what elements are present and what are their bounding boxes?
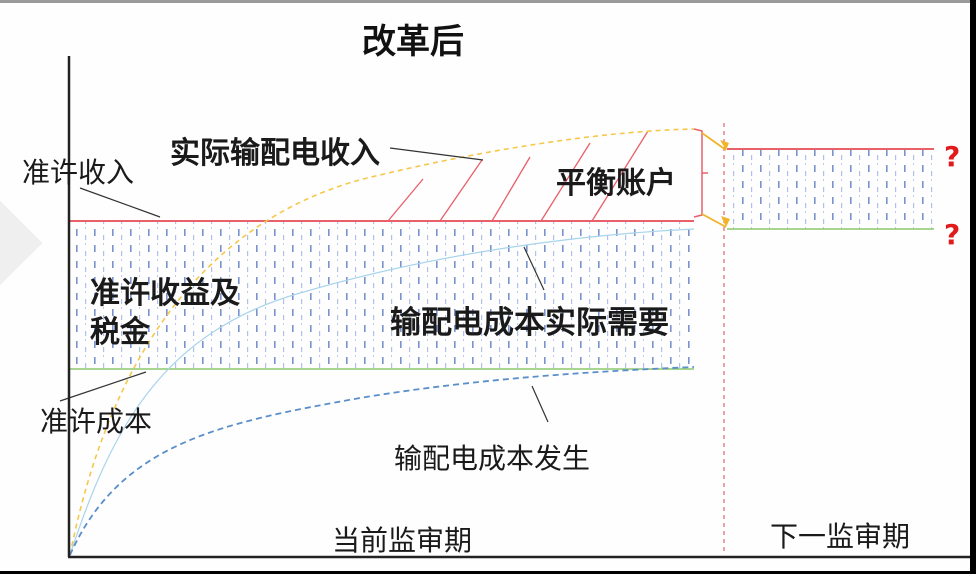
question-mark-bottom: ? — [944, 218, 961, 251]
label-allowed-return-tax-line1: 准许收益及 — [90, 276, 240, 311]
label-next-period: 下一监审期 — [770, 520, 911, 553]
arrow-head-top — [720, 140, 729, 150]
balance-account-hatch — [387, 130, 649, 222]
cost-need-curve — [69, 228, 695, 556]
label-allowed-return-tax-line2: 税金 — [90, 315, 150, 350]
diagram-svg — [59, 56, 970, 559]
question-mark-top: ? — [944, 140, 961, 173]
leader-lines — [59, 147, 549, 423]
actual-revenue-curve — [69, 128, 695, 556]
balance-bracket — [693, 128, 708, 218]
allowed-return-tax-area — [70, 222, 694, 369]
arrow-to-next-bottom — [701, 213, 727, 228]
label-actual-cost-need: 输配电成本实际需要 — [390, 305, 669, 341]
next-period-area — [727, 149, 934, 229]
label-allowed-cost: 准许成本 — [40, 405, 153, 438]
arrow-head-bottom — [721, 216, 730, 227]
label-actual-revenue: 实际输配电收入 — [170, 136, 380, 171]
label-balance-account: 平衡账户 — [556, 166, 676, 201]
label-current-period: 当前监审期 — [332, 524, 473, 557]
diagram-title: 改革后 — [362, 22, 464, 62]
cost-incurred-curve — [69, 366, 695, 556]
arrow-to-next-top — [701, 132, 727, 151]
label-cost-incurred: 输配电成本发生 — [394, 442, 591, 475]
label-allowed-revenue: 准许收入 — [22, 156, 135, 189]
